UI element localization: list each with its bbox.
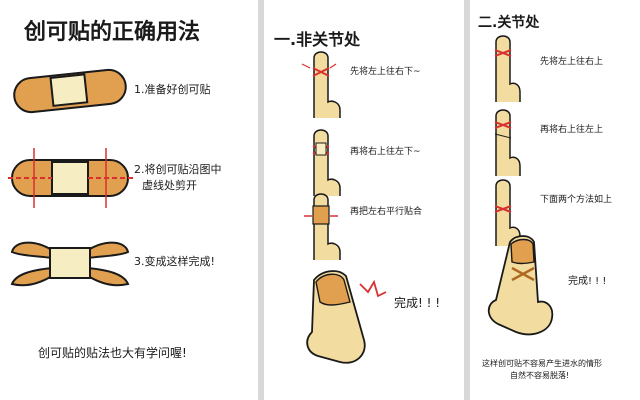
panel-divider [464,0,470,400]
step-label: 1.准备好创可贴 [134,83,211,96]
finger-illustration [494,109,521,176]
step-label: 再将右上往左上 [540,125,604,135]
step-label: 完成! ! ! [568,276,607,287]
footer-note: 创可贴的贴法也大有学问喔! [38,346,187,360]
panel-bandage-usage: 创可贴的正确用法 1.准备好创可贴 2.将创可贴沿图中 虚线处剪开 3.变成这样… [0,0,258,400]
step-label: 再把左右平行贴合 [350,207,423,217]
step-label: 先将左上往右下~ [350,67,421,77]
step-label: 3.变成这样完成! [134,255,215,268]
step-label: 再将右上往左下~ [350,147,421,157]
finger-illustration [494,179,521,246]
step-label: 虚线处剪开 [142,179,197,192]
footer-note: 自然不容易脱落! [510,371,570,380]
finger-complete-illustration [306,270,387,364]
bandage-cut-illustration [8,148,133,208]
step-label: 完成! ! ! [394,296,441,310]
panel-title: 二.关节处 [478,15,540,31]
panel-divider [258,0,264,400]
finger-illustration [304,193,341,260]
step-label: 下面两个方法如上 [540,195,613,205]
panel-joint: 二.关节处 先将左上往右上 再将右上往左上 下面两个方法如上 完成! ! ! 这… [470,0,640,400]
panel-title: 创可贴的正确用法 [24,20,201,45]
finger-illustration [301,51,341,118]
step-label: 先将左上往右上 [540,57,604,67]
bandage-split-illustration [10,241,130,287]
bandage-illustration [13,68,127,114]
panel-title: 一.非关节处 [274,30,361,49]
footer-note: 这样创可贴不容易产生进水的情形 [482,359,602,368]
finger-complete-illustration [487,235,554,336]
panel-non-joint: 一.非关节处 先将左上往右下~ 再将右上往左下~ 再把左右平行贴合 完成! ! … [264,0,464,400]
finger-illustration [312,129,341,196]
finger-illustration [494,35,521,102]
step-label: 2.将创可贴沿图中 [134,163,222,176]
